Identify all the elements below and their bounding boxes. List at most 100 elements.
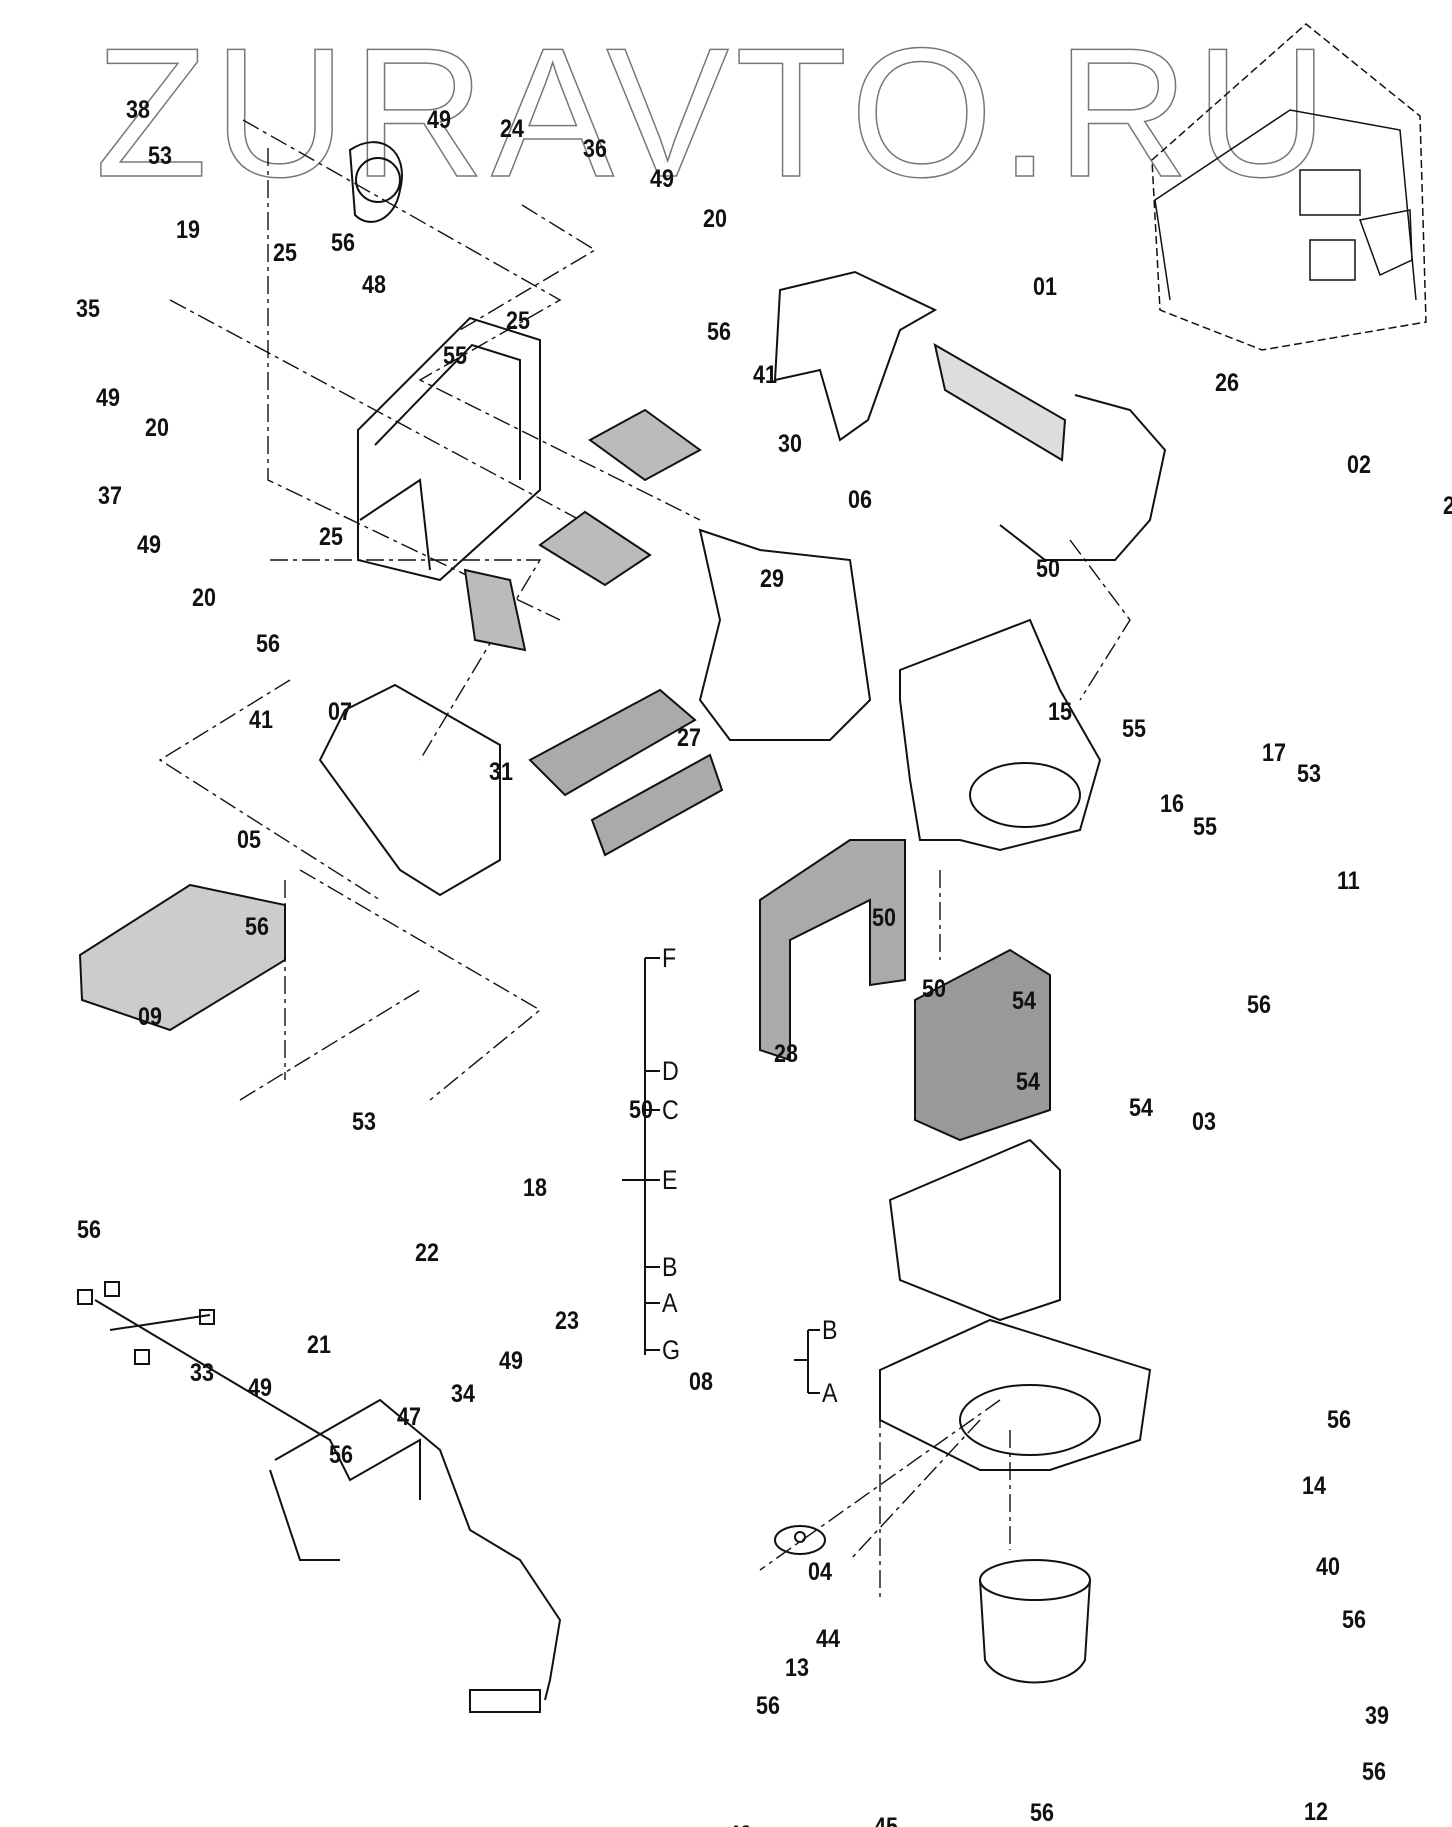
part-03-case: [899, 618, 1102, 852]
callout-37: 37: [98, 482, 122, 510]
callout-11: 11: [1337, 867, 1360, 895]
callout-39: 39: [1365, 1702, 1389, 1730]
part-29-damper: [538, 510, 652, 587]
callout-13: 13: [785, 1654, 809, 1682]
callout-05: 05: [237, 826, 261, 854]
part-30-damper: [588, 408, 702, 482]
callout-56: 56: [331, 229, 355, 257]
callout-50: 50: [872, 904, 896, 932]
callout-07: 07: [328, 698, 352, 726]
callout-25: 25: [319, 523, 343, 551]
assembly-08-item-f: F: [662, 943, 677, 973]
callout-09: 09: [138, 1003, 162, 1031]
callout-14: 14: [1302, 1472, 1326, 1500]
callout-54: 54: [1016, 1068, 1040, 1096]
callout-38: 38: [126, 96, 150, 124]
part-08f-bracket: [759, 839, 906, 1062]
callout-12: 12: [1304, 1798, 1328, 1826]
callout-34: 34: [451, 1380, 475, 1408]
callout-26: 26: [1215, 369, 1239, 397]
callout-49: 49: [137, 531, 161, 559]
part-28-filter: [590, 753, 724, 857]
callout-49: 49: [650, 165, 674, 193]
callout-53: 53: [148, 142, 172, 170]
callout-56: 56: [1342, 1606, 1366, 1634]
callout-50: 50: [1036, 555, 1060, 583]
callout-47: 47: [397, 1403, 421, 1431]
callout-25: 25: [273, 239, 297, 267]
part-07-frame: [357, 316, 541, 582]
callout-24: 24: [500, 115, 524, 143]
callout-44: 44: [816, 1625, 840, 1653]
callout-22: 22: [415, 1239, 439, 1267]
callout-02: 02: [1347, 451, 1371, 479]
callout-20: 20: [1443, 494, 1452, 519]
callout-18: 18: [523, 1174, 547, 1202]
callout-41: 41: [753, 361, 777, 389]
callout-56: 56: [77, 1216, 101, 1244]
part-05-case: [318, 683, 501, 897]
callout-36: 36: [583, 135, 607, 163]
callout-41: 41: [249, 706, 273, 734]
callout-29: 29: [760, 565, 784, 593]
callout-56: 56: [245, 913, 269, 941]
part-10-blower: [979, 1559, 1091, 1684]
callout-20: 20: [703, 205, 727, 233]
callout-03: 03: [1192, 1108, 1216, 1136]
callout-56: 56: [707, 318, 731, 346]
callout-30: 30: [778, 430, 802, 458]
callout-48: 48: [362, 271, 386, 299]
callout-56: 56: [329, 1441, 353, 1469]
callout-56: 56: [1327, 1406, 1351, 1434]
callout-55: 55: [1122, 715, 1146, 743]
callout-15: 15: [1048, 698, 1072, 726]
callout-54: 54: [1129, 1094, 1153, 1122]
callout-40: 40: [1316, 1553, 1340, 1581]
callout-23: 23: [555, 1307, 579, 1335]
callout-56: 56: [256, 630, 280, 658]
part-27-core: [528, 688, 697, 797]
part-52-harness: [77, 1281, 562, 1713]
callout-54: 54: [1012, 987, 1036, 1015]
callout-56: 56: [756, 1692, 780, 1720]
assembly-04-item-a: A: [822, 1378, 838, 1408]
callout-20: 20: [145, 414, 169, 442]
callout-45: 45: [874, 1813, 898, 1827]
part-04-case: [879, 1138, 1152, 1471]
callout-04: 04: [808, 1558, 832, 1586]
watermark: ZURAVTO.RU: [94, 9, 1335, 215]
callout-49: 49: [427, 106, 451, 134]
part-31-damper: [463, 568, 527, 652]
callout-49: 49: [499, 1347, 523, 1375]
callout-40: 40: [728, 1823, 752, 1827]
callout-25: 25: [506, 307, 530, 335]
callout-31: 31: [489, 758, 513, 786]
assembly-08-item-a: A: [662, 1288, 678, 1318]
callout-20: 20: [192, 584, 216, 612]
assembly-08-item-d: D: [662, 1056, 679, 1086]
callout-55: 55: [1193, 813, 1217, 841]
part-45-grommet: [774, 1525, 826, 1555]
callout-16: 16: [1160, 790, 1184, 818]
part-02-bracket: [999, 394, 1167, 561]
assembly-04-item-b: B: [822, 1315, 838, 1345]
callout-27: 27: [677, 724, 701, 752]
part-08-evaporator: [914, 948, 1051, 1142]
callout-50: 50: [922, 975, 946, 1003]
part-01-duct: [773, 270, 938, 442]
callout-19: 19: [176, 216, 200, 244]
assembly-08-item-e: E: [662, 1165, 678, 1195]
part-24-gear: [348, 141, 403, 223]
part-06-housing: [698, 528, 872, 741]
callout-33: 33: [190, 1359, 214, 1387]
callout-17: 17: [1262, 739, 1286, 767]
part-26-filter: [933, 342, 1067, 462]
callout-50: 50: [629, 1096, 653, 1124]
callout-49: 49: [248, 1374, 272, 1402]
callout-55: 55: [443, 342, 467, 370]
callout-21: 21: [307, 1331, 331, 1359]
part-09-heater: [78, 883, 286, 1032]
